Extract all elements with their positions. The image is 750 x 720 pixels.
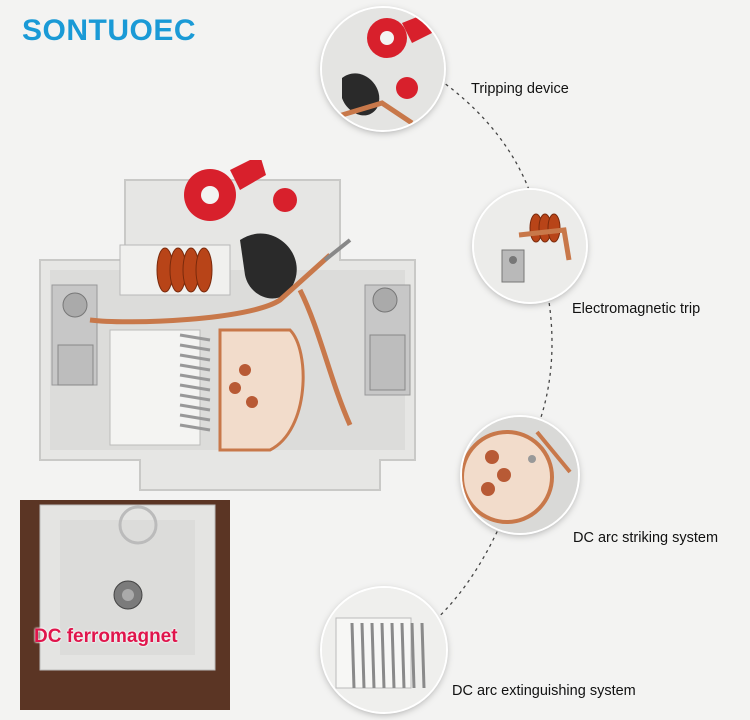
brand-logo: SONTUOEC bbox=[22, 14, 197, 47]
circuit-breaker-cutaway bbox=[39, 160, 416, 491]
dc-arc-extinguishing-photo bbox=[322, 588, 446, 712]
dc-arc-striking-photo bbox=[462, 417, 578, 533]
electromagnetic-trip-label: Electromagnetic trip bbox=[572, 301, 701, 317]
dc-arc-extinguishing-label: DC arc extinguishing system bbox=[452, 683, 636, 699]
tripping-device-label: Tripping device bbox=[471, 81, 569, 97]
tripping-device-photo bbox=[322, 8, 444, 130]
electromagnetic-trip-photo bbox=[474, 190, 586, 302]
dc-ferromagnet-label: DC ferromagnet bbox=[34, 626, 178, 647]
dc-arc-striking-label: DC arc striking system bbox=[573, 530, 719, 546]
dc-ferromagnet-inset: DC ferromagnet bbox=[20, 500, 230, 710]
dc-ferromagnet-photo bbox=[20, 500, 230, 710]
